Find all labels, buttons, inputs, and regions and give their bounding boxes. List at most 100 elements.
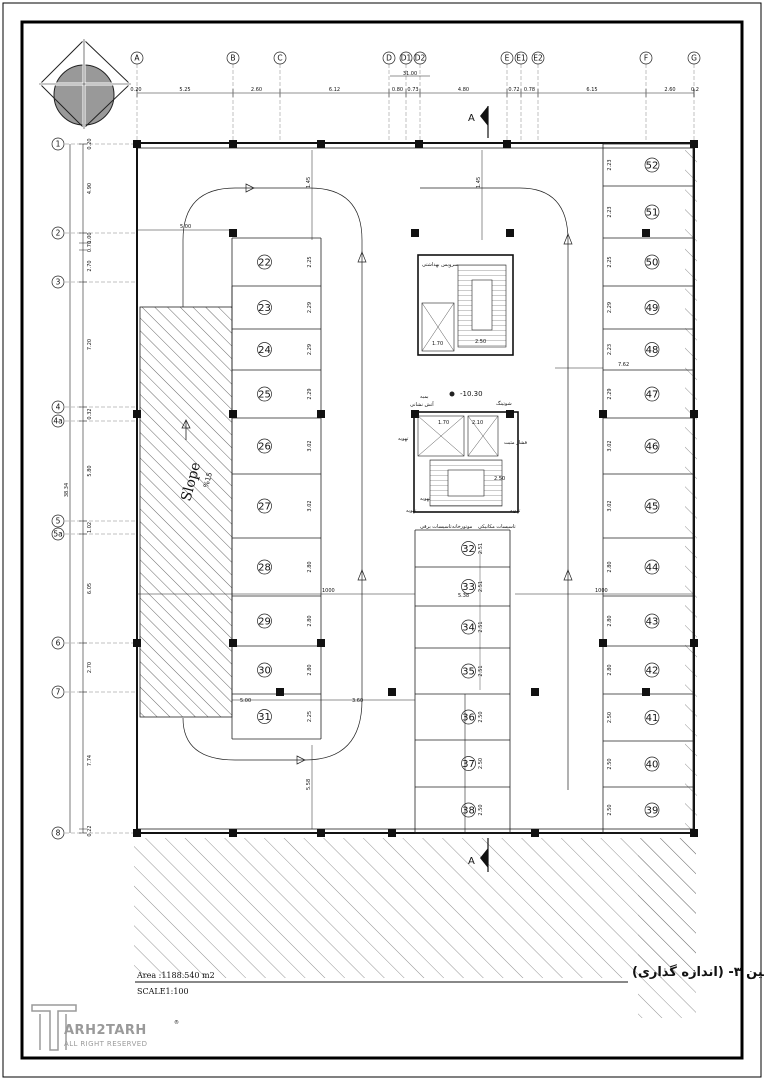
parking-space-47-marker (644, 386, 660, 402)
grid-bubble-row-6 (51, 636, 65, 650)
parking-space-36: 36 (462, 713, 475, 724)
grid-label-b: B (230, 54, 235, 63)
grid-label-row-8: 8 (56, 829, 61, 838)
circulation-path (182, 183, 573, 790)
slot-dim-25: 2.29 (307, 388, 313, 399)
bottom-gap: 5.58 (306, 779, 312, 790)
structural-column-22 (276, 688, 284, 696)
core-dim-c: 2.50 (494, 476, 505, 482)
parking-space-24-marker (257, 342, 272, 357)
parking-space-32-marker (461, 541, 476, 556)
structural-column-5 (690, 140, 698, 148)
slot-dim-24: 2.29 (307, 344, 313, 355)
grid-bubble-row-5a (51, 527, 65, 541)
parking-space-41: 41 (646, 713, 659, 724)
structural-column-11 (229, 410, 237, 418)
slot-dim-42: 2.80 (607, 664, 613, 675)
aisle-width-left: 1000 (322, 588, 335, 594)
left-dim-8: 1.02 (87, 522, 93, 533)
grid-bubble-row-4 (51, 400, 65, 414)
brand-name: ARH2TARH (64, 1023, 147, 1038)
parking-space-25: 25 (258, 390, 271, 401)
section-marker-bottom-label: A (468, 856, 475, 867)
right-aisle-dim: 7.62 (618, 362, 629, 368)
left-dim-12: 0.22 (87, 825, 93, 836)
left-dim-7: 5.80 (87, 465, 93, 476)
center-block-dim: 5.38 (458, 593, 469, 599)
slot-dim-52: 2.23 (607, 159, 613, 170)
bottom-width-dim: 5.00 (240, 698, 251, 704)
total-height-dim: 38.34 (64, 483, 70, 497)
lower-core: -10.30 بمبه آتش نشانی شوتینگ 1.70 2.10 2… (398, 390, 528, 530)
structural-column-2 (317, 140, 325, 148)
grid-label-row-5a: 5a (53, 530, 62, 539)
structural-columns (133, 140, 698, 837)
level-label: -10.30 (460, 390, 483, 398)
parking-space-43: 43 (646, 617, 659, 628)
stair-dim-2: 2.50 (475, 339, 486, 345)
left-dim-4: 2.70 (87, 260, 93, 271)
grid-bubble-d2 (413, 51, 427, 65)
title-block: پلان زیرزمین ۳- (اندازه گذاری) Area :118… (135, 964, 764, 996)
parking-space-32: 32 (462, 544, 475, 555)
parking-space-46-marker (644, 438, 660, 454)
ramp: Slope %15 (139, 306, 233, 718)
slot-dim-39: 2.50 (607, 804, 613, 815)
structural-column-20 (599, 639, 607, 647)
slot-dim-30: 2.80 (307, 664, 313, 675)
structural-column-24 (531, 688, 539, 696)
parking-space-35: 35 (462, 667, 475, 678)
hatched-soil-area (134, 838, 696, 978)
parking-space-22-marker (257, 254, 272, 270)
slot-dim-34: 2.51 (478, 621, 484, 632)
elec-label: تاسیسات برقی (420, 524, 452, 530)
parking-space-42-marker (644, 662, 660, 678)
parking-space-28: 28 (258, 563, 271, 574)
top-dim-10: 2.60 (664, 87, 675, 93)
slot-dim-37: 2.50 (478, 758, 484, 769)
structural-column-15 (599, 410, 607, 418)
shooting-label: شوتینگ (496, 400, 512, 407)
grid-label-row-6: 6 (56, 639, 61, 648)
parking-space-48: 48 (646, 345, 659, 356)
grid-label-row-1: 1 (56, 140, 61, 149)
grid-bubble-row-3 (51, 275, 65, 289)
aisle-dimensions (137, 150, 694, 829)
parking-space-40-marker (644, 756, 660, 772)
left-dim-11: 7.74 (87, 755, 93, 766)
structural-column-1 (229, 140, 237, 148)
slot-dim-28: 2.80 (307, 561, 313, 572)
top-dim-8: 0.78 (524, 87, 535, 93)
parking-space-50-marker (644, 254, 660, 270)
parking-space-41-marker (644, 710, 660, 725)
structural-column-6 (229, 229, 237, 237)
left-dim-0: 0.20 (87, 138, 93, 149)
brand-logo: ARH2TARH ALL RIGHT RESERVED ® (31, 1004, 179, 1051)
vent-label-1: تهویه (398, 436, 409, 442)
slope-value: %15 (202, 471, 214, 488)
parking-space-27-marker (257, 498, 272, 514)
grid-label-e: E (505, 54, 510, 63)
left-dim-2: 1.00 (87, 232, 93, 243)
grid-label-row-7: 7 (56, 688, 61, 697)
grid-bubble-row-4a (51, 414, 65, 428)
scale-label: SCALE1:100 (137, 987, 189, 996)
parking-space-44: 44 (646, 563, 659, 574)
structural-column-27 (229, 829, 237, 837)
parking-space-51: 51 (646, 208, 659, 219)
grid-label-e2: E2 (533, 54, 543, 63)
section-marker-top-label: A (468, 113, 475, 124)
grid-label-d1: D1 (401, 54, 412, 63)
structural-column-18 (229, 639, 237, 647)
structural-column-4 (503, 140, 511, 148)
slot-dim-23: 2.29 (307, 302, 313, 313)
structural-column-17 (133, 639, 141, 647)
structural-column-0 (133, 140, 141, 148)
parking-space-42: 42 (646, 666, 659, 677)
slot-dim-50: 2.25 (607, 256, 613, 267)
slot-dim-26: 3.02 (307, 440, 313, 451)
left-dim-1: 4.90 (87, 183, 93, 194)
